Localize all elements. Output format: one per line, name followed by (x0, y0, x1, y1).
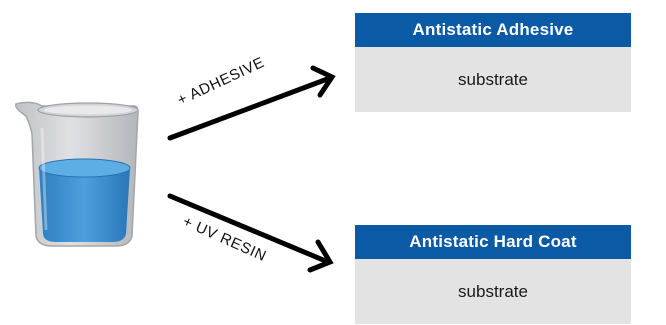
product-title: Antistatic Adhesive (355, 13, 631, 47)
arrow-adhesive (167, 65, 336, 141)
beaker-icon (14, 101, 139, 247)
substrate-layer: substrate (355, 47, 631, 112)
product-card-hard-coat: Antistatic Hard Coat substrate (355, 225, 631, 324)
product-title: Antistatic Hard Coat (355, 225, 631, 259)
product-card-adhesive: Antistatic Adhesive substrate (355, 13, 631, 112)
substrate-layer: substrate (355, 259, 631, 324)
arrow-uv-resin (167, 193, 334, 273)
